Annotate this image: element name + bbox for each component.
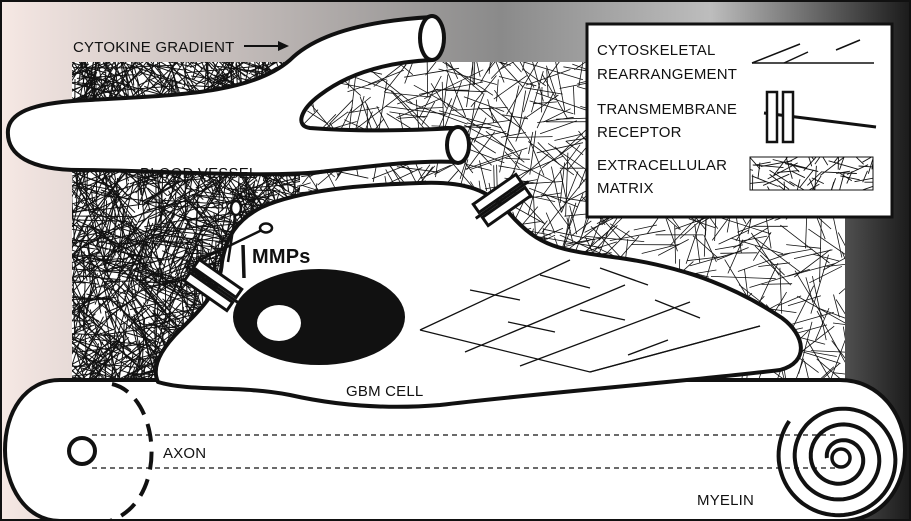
mmps-label: MMPs: [252, 246, 311, 268]
legend-cytoskeleton-label-line2: REARRANGEMENT: [597, 66, 737, 83]
axon-core-left: [69, 438, 95, 464]
legend-ecm-label-line2: MATRIX: [597, 180, 654, 197]
blood-vessel-label: BLOOD VESSEL: [140, 165, 257, 182]
cytokine-gradient-label: CYTOKINE GRADIENT: [73, 39, 234, 56]
vessel-opening-branch: [447, 127, 469, 163]
legend-receptor-label-line1: TRANSMEMBRANE: [597, 101, 737, 118]
legend-cytoskeleton-label-line1: CYTOSKELETAL: [597, 42, 716, 59]
legend-ecm-label-line1: EXTRACELLULAR: [597, 157, 727, 174]
legend-receptor-label-line2: RECEPTOR: [597, 124, 682, 141]
axon-label: AXON: [163, 445, 206, 462]
vessel-opening-top: [420, 16, 444, 60]
myelin-label: MYELIN: [697, 492, 754, 509]
nucleolus: [257, 305, 301, 341]
gbm-cell-label: GBM CELL: [346, 383, 423, 400]
legend: CYTOSKELETAL REARRANGEMENT TRANSMEMBRANE…: [587, 24, 892, 217]
axon-core-right: [832, 449, 850, 467]
